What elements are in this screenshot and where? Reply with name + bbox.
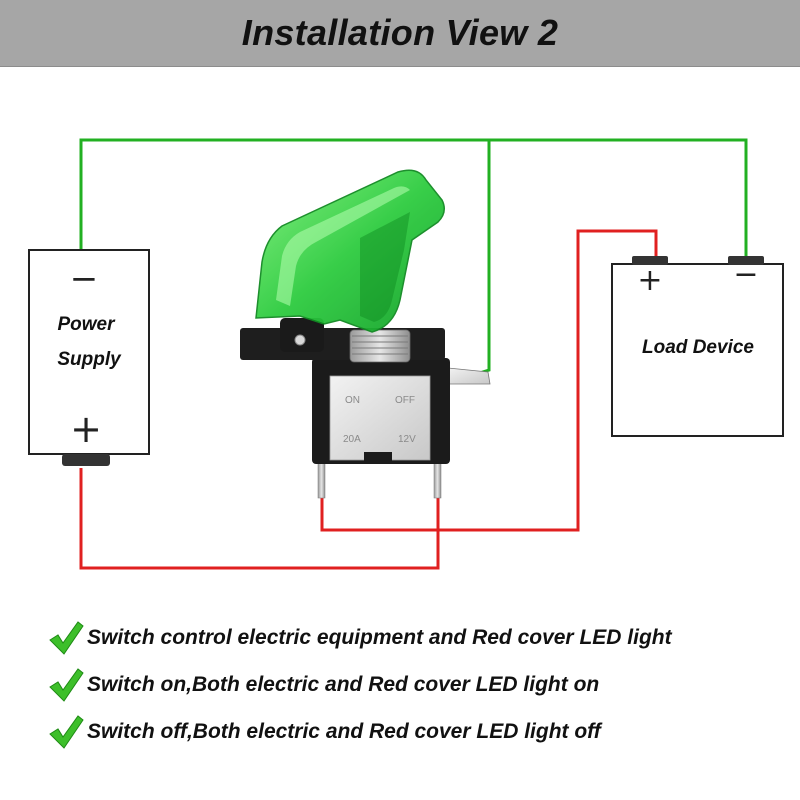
load-device-minus-terminal — [728, 256, 764, 265]
load-device-box — [611, 263, 784, 437]
switch-base-notch — [364, 452, 392, 464]
switch-pin-right — [433, 459, 442, 499]
switch-cover-highlight — [276, 186, 410, 306]
power-supply-terminal — [62, 454, 110, 466]
title-bar: Installation View 2 — [0, 0, 800, 67]
switch-cover-base — [240, 328, 445, 360]
switch-safety-cover — [255, 169, 445, 333]
negative-wire-main — [79, 138, 748, 258]
load-device-label: Load Device — [642, 337, 754, 358]
positive-wire-supply — [79, 468, 440, 570]
power-supply-label-2: Supply — [57, 349, 122, 370]
check-icon — [49, 667, 84, 702]
load-device-plus-terminal — [632, 256, 668, 265]
switch-mark-volt: 12V — [398, 434, 416, 445]
feature-item: Switch off,Both electric and Red cover L… — [46, 708, 786, 755]
power-supply-box — [28, 249, 150, 455]
load-device: + − Load Device — [611, 256, 784, 437]
feature-item: Switch control electric equipment and Re… — [46, 614, 786, 661]
feature-item: Switch on,Both electric and Red cover LE… — [46, 661, 786, 708]
switch-mark-amp: 20A — [343, 434, 361, 445]
switch-hinge-screw — [294, 334, 306, 346]
negative-wire-switch-tap — [469, 140, 491, 378]
feature-text: Switch control electric equipment and Re… — [87, 625, 672, 649]
feature-list: Switch control electric equipment and Re… — [46, 614, 786, 755]
load-device-plus: + — [637, 263, 662, 298]
switch-mark-on: ON — [345, 395, 360, 406]
power-supply-label-1: Power — [57, 314, 116, 335]
check-icon — [49, 714, 84, 749]
switch-side-plate — [329, 375, 431, 461]
switch-bushing-threads — [352, 335, 408, 355]
switch-bushing — [349, 329, 411, 363]
power-supply-plus: + — [70, 407, 102, 451]
power-supply: − Power Supply + — [28, 249, 150, 466]
feature-text: Switch off,Both electric and Red cover L… — [87, 719, 601, 743]
positive-wire — [79, 229, 658, 570]
switch-mark-off: OFF — [395, 395, 415, 406]
positive-wire-load — [320, 229, 658, 532]
switch-pin-left — [317, 459, 326, 499]
feature-text: Switch on,Both electric and Red cover LE… — [87, 672, 600, 696]
page-title: Installation View 2 — [241, 12, 559, 53]
toggle-switch: ON OFF 20A 12V — [240, 169, 491, 499]
switch-cover-shadow — [360, 212, 410, 322]
load-device-minus: − — [733, 257, 758, 292]
power-supply-minus: − — [70, 259, 99, 299]
check-icon — [49, 620, 84, 655]
